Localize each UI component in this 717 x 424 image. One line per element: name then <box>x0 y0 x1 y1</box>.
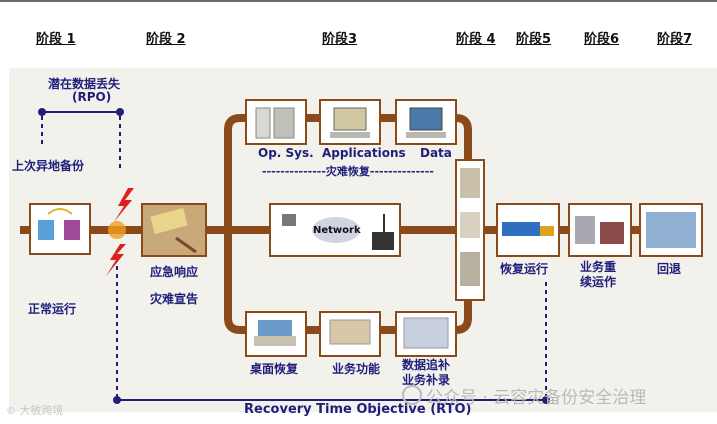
wechat-icon <box>402 385 422 405</box>
rpo-start-dot <box>38 108 46 116</box>
watermark-left: © 大敏跨境 <box>6 402 64 418</box>
computer-icon <box>460 212 480 238</box>
watermark-left-text: 大敏跨境 <box>19 404 64 417</box>
impact-burst-icon <box>108 221 126 239</box>
building-icon <box>600 222 624 244</box>
keyboard-icon <box>406 132 446 138</box>
stage-7-header: 阶段7 <box>657 32 693 47</box>
rto-start-dot <box>113 396 121 404</box>
desk-icon <box>329 319 371 345</box>
continue-label-line2: 续运作 <box>580 275 617 289</box>
alarm-panel-icon <box>175 236 197 254</box>
office-building-icon <box>646 212 696 248</box>
server-icon <box>64 220 80 240</box>
declaration-label: 灾难宣告 <box>150 292 199 306</box>
business-reentry-label: 业务补录 <box>402 373 451 387</box>
normal-operation-label: 正常运行 <box>28 302 77 316</box>
stage-4-header: 阶段 4 <box>456 32 496 47</box>
os-label: Op. Sys. <box>258 146 314 160</box>
data-label: Data <box>420 146 452 160</box>
building-icon <box>575 216 595 244</box>
rpo-end-dot <box>116 108 124 116</box>
rto-end-dot <box>542 396 550 404</box>
monitor-icon <box>409 107 443 131</box>
emergency-label: 应急响应 <box>150 265 199 279</box>
watermark-right-text: 公众号 · 云容灾备份安全治理 <box>426 388 647 408</box>
server-icon <box>38 220 54 240</box>
keyboard-icon <box>330 132 370 138</box>
fallback-label: 回退 <box>657 262 682 276</box>
cloud-icon <box>312 217 360 243</box>
rto-label: Recovery Time Objective (RTO) <box>244 402 472 417</box>
copyright-icon: © <box>6 406 16 417</box>
rpo-abbrev: (RPO) <box>72 90 112 104</box>
rpo-label: 潜在数据丢失 <box>48 77 121 91</box>
desktop-recovery-label: 桌面恢复 <box>250 362 299 376</box>
resume-label: 恢复运行 <box>500 262 549 276</box>
server-rack-icon <box>255 107 271 139</box>
computer-icon <box>282 214 296 226</box>
disaster-recovery-caption: --------------灾难恢复-------------- <box>262 165 434 178</box>
data-catchup-label: 数据追补 <box>402 358 451 372</box>
alarm-panel-icon <box>150 207 188 235</box>
truck-icon <box>540 226 554 236</box>
lightning-icon <box>106 244 126 276</box>
server-rack-icon <box>273 107 295 139</box>
records-icon <box>403 317 449 349</box>
stage-3-header: 阶段3 <box>322 32 358 47</box>
applications-label: Applications <box>322 146 406 160</box>
server-icon <box>460 168 480 198</box>
building-icon <box>372 232 394 250</box>
business-function-label: 业务功能 <box>332 362 381 376</box>
top-rule <box>0 0 717 2</box>
workstation-icon <box>258 320 292 336</box>
monitor-icon <box>333 107 367 131</box>
stage-1-header: 阶段 1 <box>36 32 76 47</box>
truck-icon <box>502 222 540 236</box>
last-backup-label: 上次异地备份 <box>12 159 85 173</box>
stage-6-header: 阶段6 <box>584 32 620 47</box>
stage-2-header: 阶段 2 <box>146 32 186 47</box>
workstation-icon <box>254 336 296 346</box>
sync-arrow-icon <box>47 208 73 215</box>
watermark-right: 公众号 · 云容灾备份安全治理 <box>402 383 646 408</box>
printer-icon <box>460 252 480 286</box>
continue-label-line1: 业务重 <box>580 260 617 274</box>
lightning-icon <box>114 188 134 222</box>
stage-5-header: 阶段5 <box>516 32 552 47</box>
network-label: Network <box>313 225 361 236</box>
